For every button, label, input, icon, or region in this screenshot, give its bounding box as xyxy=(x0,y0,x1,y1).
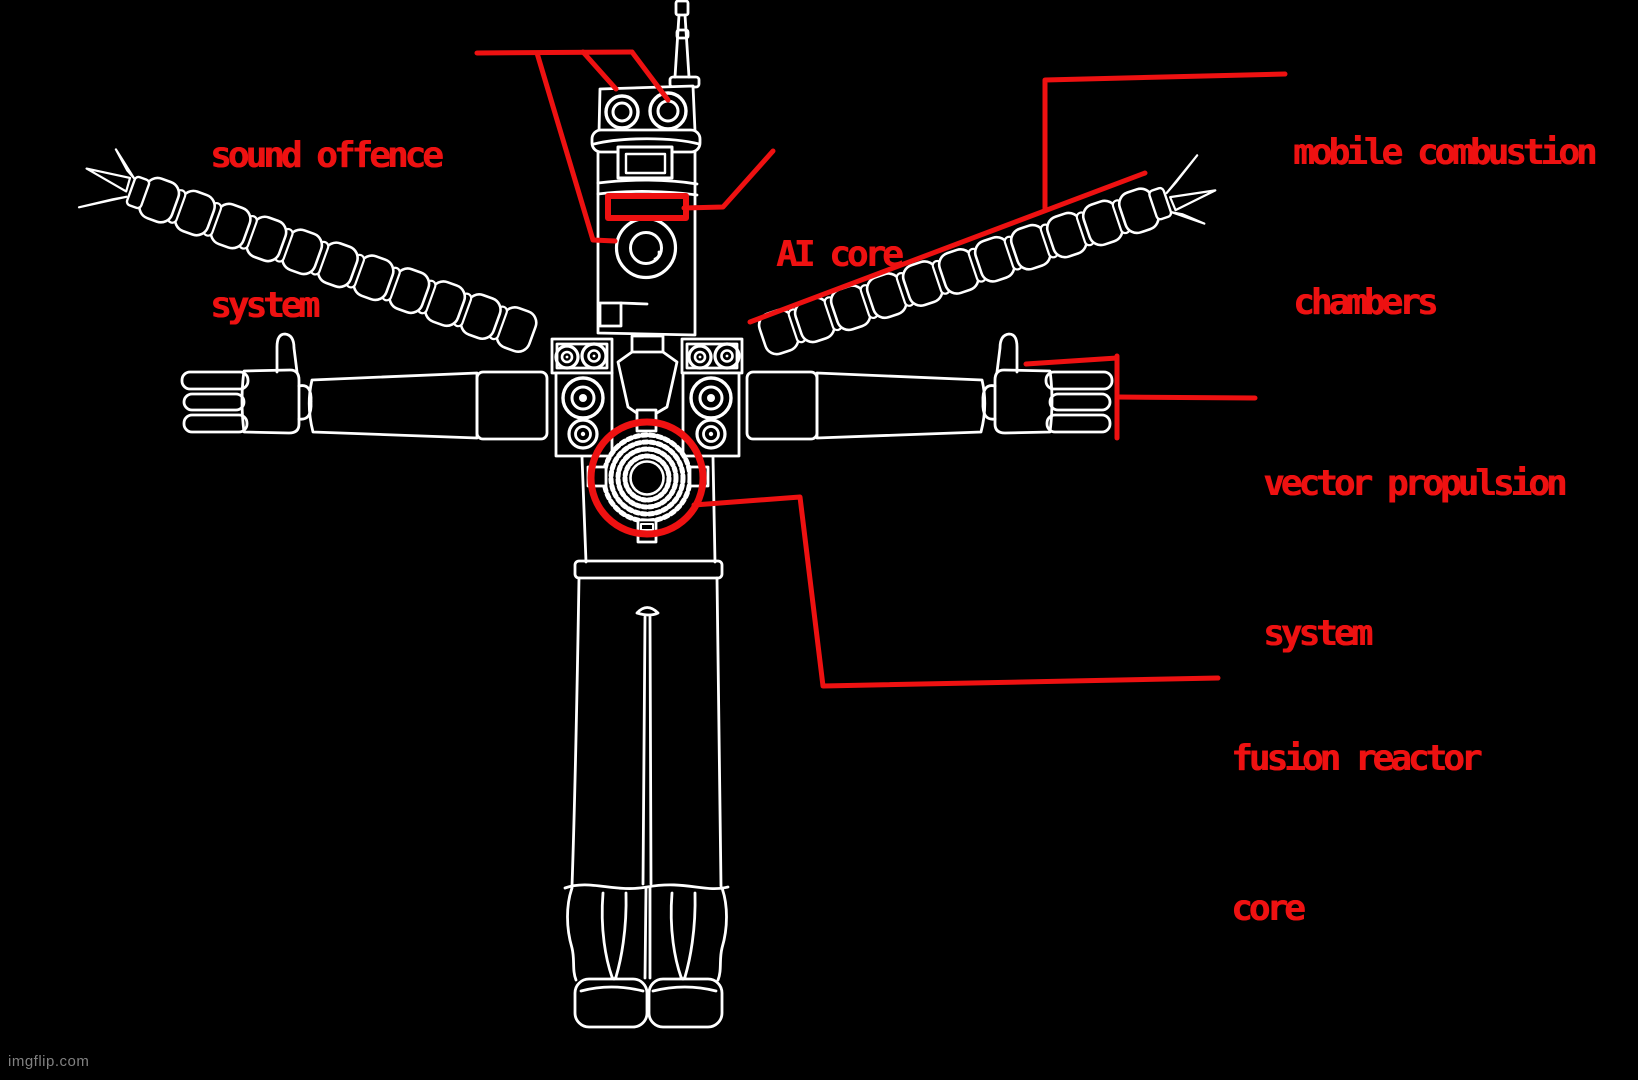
label-line: system xyxy=(210,285,320,326)
wrist xyxy=(981,384,997,421)
label-line: system xyxy=(1263,613,1373,654)
finger xyxy=(182,413,249,434)
arm-right xyxy=(745,332,1114,441)
boots xyxy=(563,883,730,982)
neck-funnel xyxy=(616,334,679,416)
label-line: sound offence xyxy=(210,135,444,176)
finger xyxy=(1045,413,1112,434)
arm-cuff xyxy=(475,370,549,441)
callout-line-sound-offence xyxy=(474,49,635,56)
forearm xyxy=(815,371,987,440)
label-line: AI core xyxy=(776,234,904,275)
callout-line-mobile-combustion xyxy=(1042,71,1288,213)
thumb xyxy=(995,332,1019,374)
antenna xyxy=(668,0,701,89)
label-line: vector propulsion xyxy=(1263,463,1567,504)
thumb xyxy=(275,332,299,374)
finger xyxy=(1048,392,1112,412)
label-fusion-reactor-core: fusion reactor core xyxy=(1231,634,1482,984)
finger xyxy=(182,392,246,412)
reactor-highlight-circle xyxy=(587,418,707,538)
feet xyxy=(573,977,724,1029)
callout-line-sound-offence-left-eye xyxy=(580,49,619,92)
wrist xyxy=(297,384,313,421)
crotch-marker xyxy=(635,606,660,617)
mouth-speaker xyxy=(614,216,678,280)
label-line: fusion reactor xyxy=(1231,738,1482,779)
label-line: mobile combustion xyxy=(1293,132,1597,173)
callout-line-fusion-reactor xyxy=(691,494,1221,689)
arm-cuff xyxy=(745,370,819,441)
annotation-lines xyxy=(474,49,1288,689)
ai-core-highlight xyxy=(605,193,689,221)
leg-outline-right xyxy=(715,576,723,888)
callout-line-tube-arm xyxy=(747,170,1148,325)
label-ai-core: AI core xyxy=(776,130,904,330)
leg-outline-left xyxy=(570,576,581,888)
waist-belt xyxy=(573,559,724,580)
arm-left xyxy=(180,332,549,441)
callout-bracket-vector-top xyxy=(1023,355,1120,367)
label-sound-offence-system: sound offence system xyxy=(210,31,444,381)
label-line: core xyxy=(1231,888,1306,929)
finger xyxy=(180,370,250,391)
label-vector-propulsion-system: vector propulsion system xyxy=(1263,359,1567,709)
callout-line-sound-offence-right-eye xyxy=(629,49,671,103)
label-line: chambers xyxy=(1293,282,1438,323)
label-mobile-combustion-chambers: mobile combustion chambers xyxy=(1293,28,1597,378)
torso-legs xyxy=(563,455,730,1029)
chin-vent xyxy=(598,301,623,328)
finger xyxy=(1044,370,1114,391)
palm xyxy=(240,368,301,435)
forearm xyxy=(307,371,479,440)
callout-line-vector xyxy=(1114,394,1258,401)
callout-line-sound-offence-mouth xyxy=(534,50,618,244)
callout-line-ai-core xyxy=(681,148,776,211)
palm xyxy=(993,368,1054,435)
watermark: imgflip.com xyxy=(8,1053,90,1070)
chest-speaker-right xyxy=(680,337,744,458)
